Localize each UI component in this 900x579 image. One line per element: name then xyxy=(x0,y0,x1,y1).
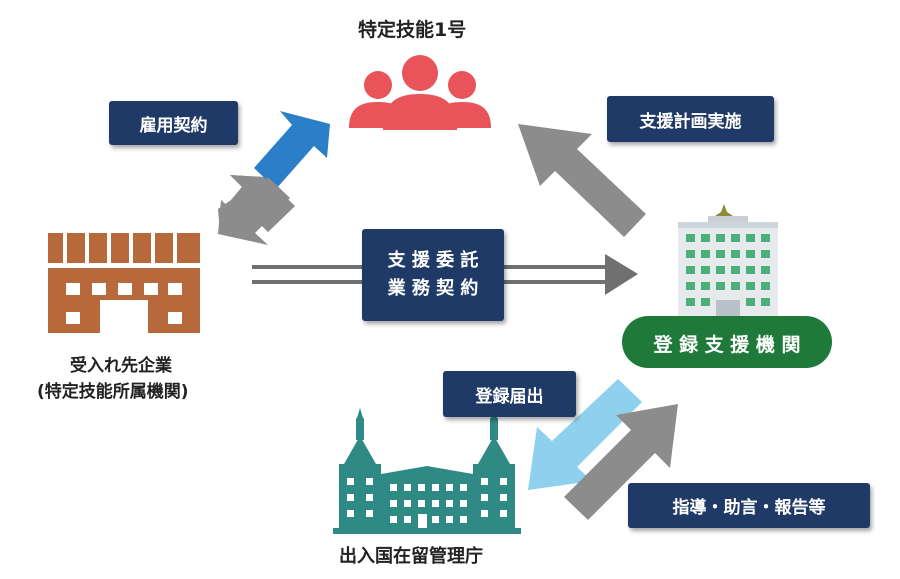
employer-sub-label: (特定技能所属機関) xyxy=(37,382,189,402)
support-org-pill xyxy=(622,316,832,368)
support-plan-arrow xyxy=(518,124,646,237)
registration-badge: 登録届出 xyxy=(443,371,576,417)
factory-icon xyxy=(48,233,200,333)
guidance-badge: 指導・助言・報告等 xyxy=(628,483,870,528)
outsourcing-contract-badge: 支 援 委 託 業 務 契 約 xyxy=(362,229,504,321)
employer-label: 受入れ先企業 xyxy=(70,356,172,376)
outsourcing-line-2: 業 務 契 約 xyxy=(387,278,479,299)
registration-arrow xyxy=(528,379,642,490)
office-building-icon xyxy=(668,204,788,323)
employment-contract-badge: 雇用契約 xyxy=(109,101,238,145)
employment-double-arrow xyxy=(218,111,330,245)
guidance-arrow xyxy=(564,404,678,520)
outsourcing-line-1: 支 援 委 託 xyxy=(387,250,479,271)
building-windows xyxy=(347,478,507,528)
people-icon xyxy=(349,55,491,130)
support-org-label: 登 録 支 援 機 関 xyxy=(653,334,801,356)
immigration-label: 出入国在留管理庁 xyxy=(339,546,483,567)
support-plan-badge: 支援計画実施 xyxy=(607,96,774,142)
worker-label: 特定技能1号 xyxy=(358,19,467,41)
